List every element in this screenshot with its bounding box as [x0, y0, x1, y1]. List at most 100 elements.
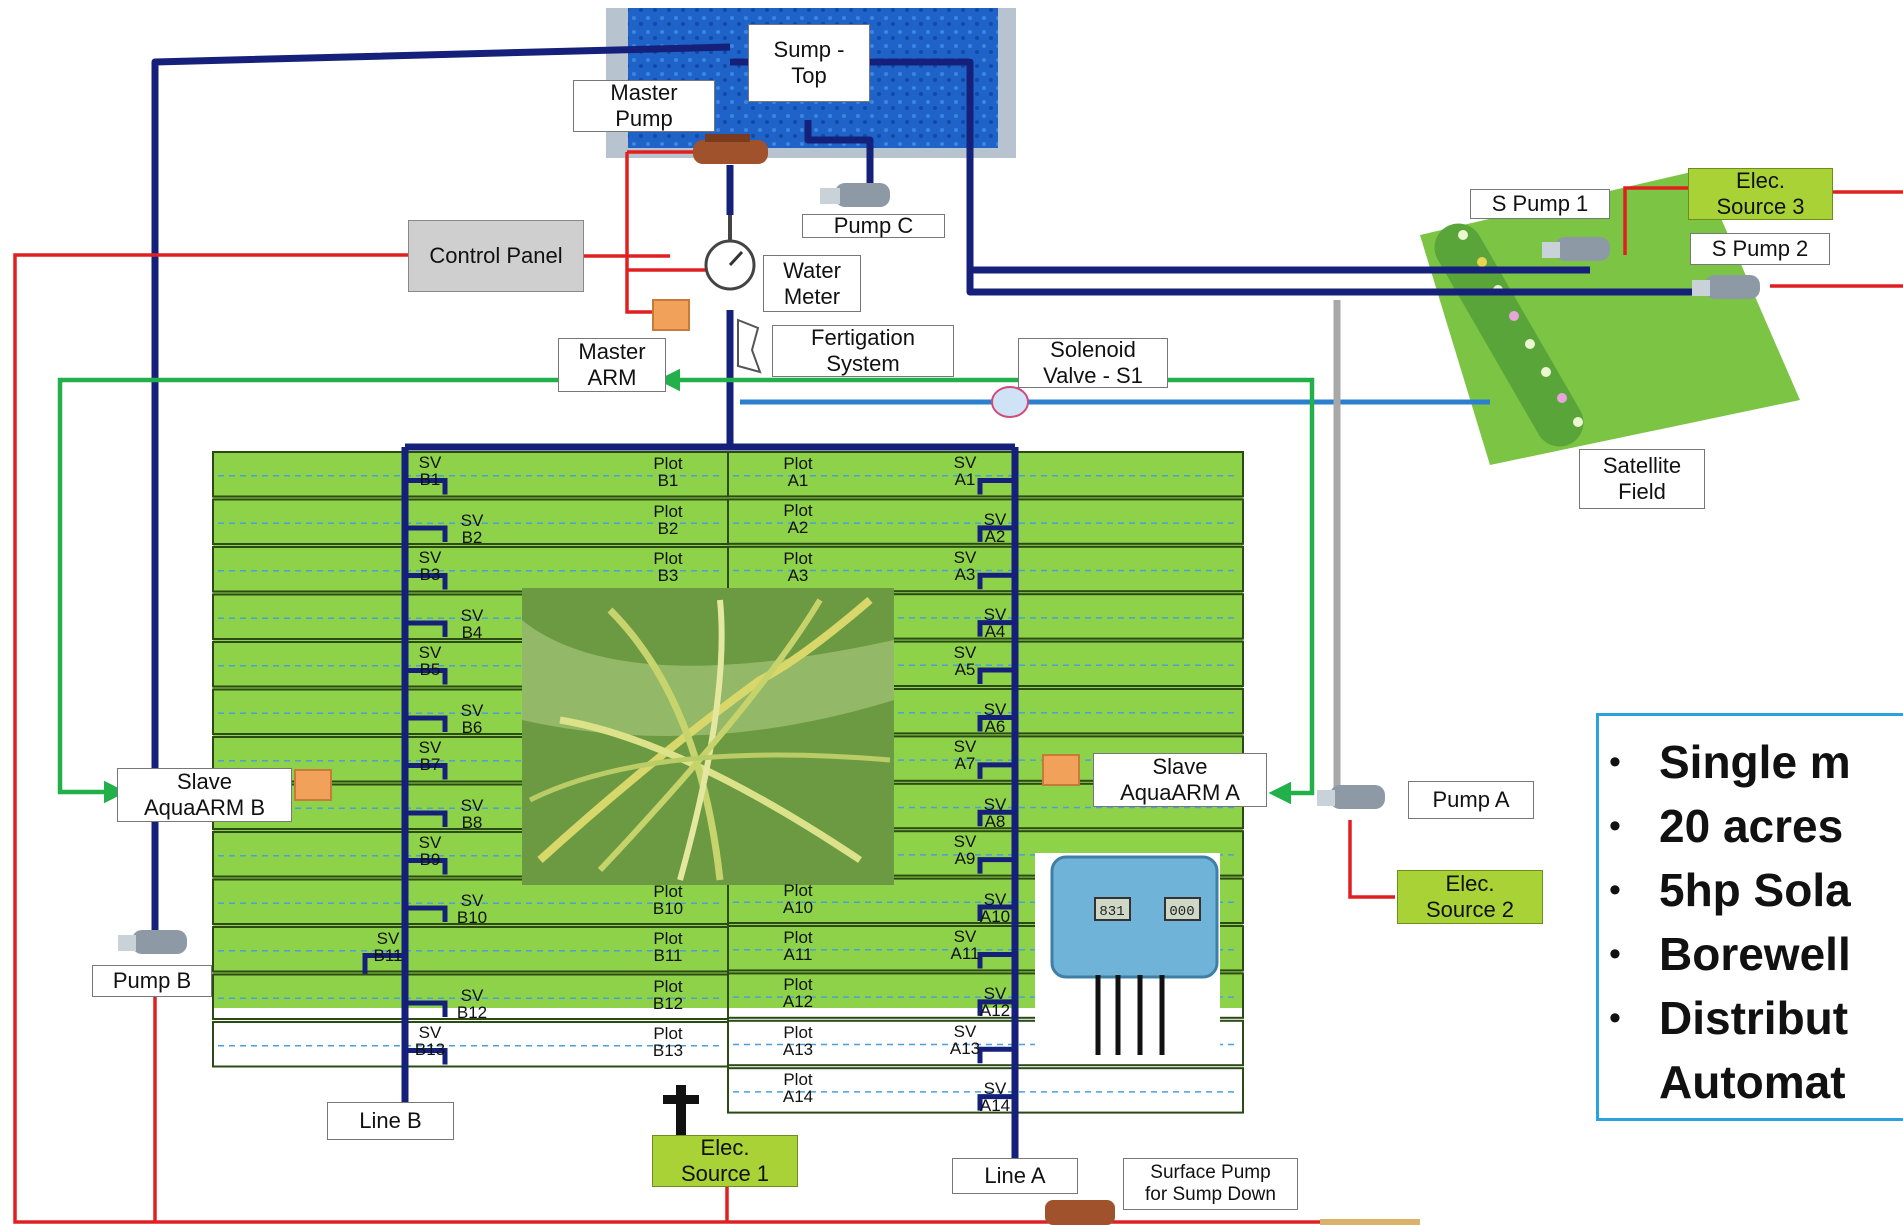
summary-item: Distribut: [1609, 986, 1903, 1050]
pump-c-label: Pump C: [802, 213, 945, 238]
master-pump-label: Master Pump: [573, 80, 715, 132]
plot-label-a13: Plot A13: [782, 1022, 814, 1059]
power-lines: [13, 150, 1903, 1224]
sv-stub-b4: [405, 620, 448, 637]
solenoid-valve-label: Solenoid Valve - S1: [1018, 338, 1168, 388]
sv-stub-a2: [977, 525, 1015, 542]
sv-label-a1: SV A1: [953, 453, 977, 489]
sv-label-b8: SV B8: [460, 795, 484, 832]
sv-label-a3: SV A3: [953, 547, 977, 584]
plot-label-a11: Plot A11: [783, 928, 813, 964]
summary-item: 5hp Sola: [1609, 858, 1903, 922]
summary-box: Single m20 acres5hp SolaBorewellDistribu…: [1596, 713, 1903, 1121]
device-display-right: 000: [1169, 904, 1194, 920]
summary-item: 20 acres: [1609, 794, 1903, 858]
sv-label-b3: SV B3: [418, 548, 442, 584]
elec-source-3-label: Elec. Source 3: [1688, 168, 1833, 220]
sv-stub-a10: [977, 904, 1015, 922]
plot-label-a2: Plot A2: [783, 501, 813, 538]
sv-label-a12: SV A12: [979, 984, 1011, 1021]
sv-stub-a4: [977, 620, 1015, 637]
sv-label-b10: SV B10: [456, 890, 488, 927]
sv-label-b13: SV B13: [414, 1023, 446, 1059]
plot-label-b12: Plot B12: [652, 976, 684, 1013]
sv-stub-b7: [405, 763, 448, 780]
sv-label-a8: SV A8: [983, 794, 1007, 831]
plot-label-a12: Plot A12: [782, 975, 814, 1012]
sv-stub-b10: [405, 905, 448, 922]
master-pump-icon: [693, 134, 768, 164]
sump-top-label: Sump - Top: [748, 24, 870, 102]
sv-stub-a7: [977, 762, 1015, 779]
water-meter-icon: [704, 239, 756, 291]
sv-stub-b2: [405, 525, 448, 542]
sv-label-a7: SV A7: [953, 737, 977, 774]
plot-label-b13: Plot B13: [652, 1024, 684, 1060]
fertigation-icon: [737, 318, 762, 374]
sv-stub-b9: [405, 858, 448, 875]
sv-label-b9: SV B9: [418, 833, 442, 869]
sv-label-a2: SV A2: [983, 510, 1007, 547]
plot-row-a13: [727, 1019, 1244, 1067]
sv-label-b2: SV B2: [460, 510, 484, 547]
surface-pump-icon: [1045, 1200, 1115, 1225]
pump-b-icon: [118, 930, 187, 954]
plot-label-a3: Plot A3: [783, 548, 813, 585]
crop-photo: [522, 588, 894, 885]
plot-row-a11: [727, 925, 1244, 972]
sv-label-a4: SV A4: [983, 605, 1007, 642]
water-meter-label: Water Meter: [763, 255, 861, 312]
sv-stub-a1: [977, 477, 1015, 495]
controller-box-icons: [294, 299, 1080, 801]
elec-source-2-label: Elec. Source 2: [1397, 870, 1543, 924]
sv-stub-b1: [405, 478, 448, 495]
sv-label-b7: SV B7: [418, 738, 442, 774]
sv-stub-a11: [977, 951, 1015, 969]
surface-pump-label: Surface Pump for Sump Down: [1123, 1158, 1298, 1210]
sv-label-b12: SV B12: [456, 985, 488, 1022]
sv-stub-b6: [405, 715, 448, 732]
sv-label-a6: SV A6: [983, 700, 1007, 736]
s-pump-2-label: S Pump 2: [1690, 233, 1830, 265]
sv-label-a13: SV A13: [949, 1021, 981, 1058]
plot-label-b3: Plot B3: [653, 549, 683, 585]
fertigation-system-label: Fertigation System: [772, 325, 954, 377]
sv-label-b5: SV B5: [418, 643, 442, 679]
device-display-left: 831: [1099, 904, 1124, 920]
sv-stubs: [362, 477, 1015, 1111]
sv-stub-a8: [977, 809, 1015, 827]
line-b-label: Line B: [327, 1102, 454, 1140]
sv-stub-a13: [977, 1046, 1015, 1064]
sv-stub-a6: [977, 714, 1015, 732]
sv-label-a11: SV A11: [950, 927, 980, 963]
plot-label-a1: Plot A1: [783, 454, 813, 490]
pump-b-label: Pump B: [92, 965, 212, 997]
pump-a-icon: [1317, 785, 1385, 809]
tan-strip: [1320, 1219, 1420, 1225]
sv-label-b1: SV B1: [418, 453, 442, 489]
satellite-field-label: Satellite Field: [1579, 449, 1705, 509]
elec-source-1-label: Elec. Source 1: [652, 1135, 798, 1187]
sv-stub-b12: [405, 1000, 448, 1017]
sv-stub-a14: [977, 1094, 1015, 1111]
plot-label-a14: Plot A14: [782, 1070, 814, 1107]
plot-label-b1: Plot B1: [653, 454, 683, 490]
sv-label-b11: SV B11: [373, 929, 403, 965]
slave-aquaarm-b-label: Slave AquaARM B: [117, 768, 292, 822]
sensor-device-photo: 831 000: [1035, 853, 1220, 1058]
solenoid-valve-icon: [991, 386, 1029, 418]
sv-label-a5: SV A5: [953, 642, 977, 679]
slave-aquaarm-a-label: Slave AquaARM A: [1093, 753, 1267, 807]
sv-stub-b11: [362, 953, 405, 974]
sv-stub-a3: [977, 572, 1015, 590]
sv-label-a14: SV A14: [979, 1079, 1011, 1116]
sv-stub-b3: [405, 573, 448, 590]
line-a-label: Line A: [952, 1158, 1078, 1194]
plot-row-a10: [727, 877, 1244, 924]
plot-label-b10: Plot B10: [652, 881, 684, 918]
plot-label-a10: Plot A10: [782, 880, 814, 917]
sv-stub-b8: [405, 810, 448, 827]
sv-label-a9: SV A9: [953, 832, 977, 869]
